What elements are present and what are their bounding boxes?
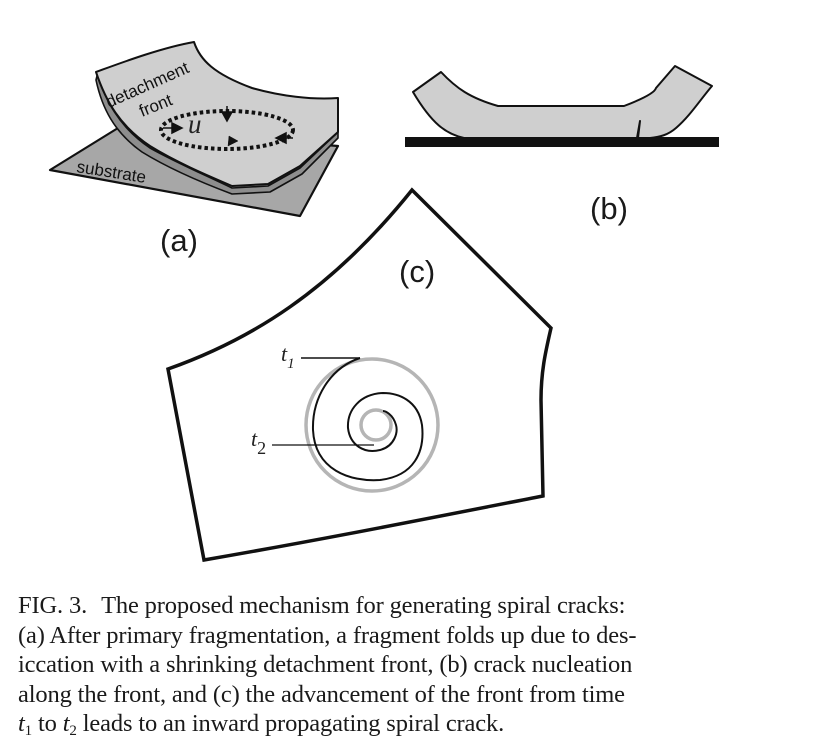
front-ring-t2 bbox=[359, 408, 393, 442]
caption-line-5: t1 to t2 leads to an inward propagating … bbox=[18, 710, 505, 740]
folded-fragment bbox=[95, 41, 339, 187]
label-u: u bbox=[188, 109, 202, 139]
panel-a-drawing: detachment front u substrate bbox=[48, 41, 340, 218]
panel-c-drawing: t1 t2 bbox=[166, 187, 553, 563]
panel-label-a: (a) bbox=[160, 223, 198, 258]
curled-fragment-side-view bbox=[412, 65, 713, 139]
caption-line-3: iccation with a shrinking detachment fro… bbox=[18, 651, 633, 679]
inward-arrows bbox=[163, 106, 293, 147]
panel-label-b: (b) bbox=[590, 191, 628, 226]
caption-line-1: FIG. 3. The proposed mechanism for genera… bbox=[18, 591, 798, 621]
caption-line-4: along the front, and (c) the advancement… bbox=[18, 680, 625, 708]
label-t2: t2 bbox=[251, 426, 266, 458]
figure-3: detachment front u substrate t1 t2 (a) bbox=[48, 41, 719, 563]
front-ring-t1 bbox=[304, 357, 440, 493]
caption-title: The proposed mechanism for generating sp… bbox=[101, 592, 626, 619]
figure-caption: FIG. 3. The proposed mechanism for genera… bbox=[18, 591, 798, 739]
caption-line-2: (a) After primary fragmentation, a fragm… bbox=[18, 621, 637, 649]
panel-label-c: (c) bbox=[399, 254, 436, 289]
fragment-outline bbox=[166, 187, 553, 563]
label-t1: t1 bbox=[281, 341, 295, 372]
fragment-edge bbox=[95, 71, 339, 195]
substrate-bar bbox=[405, 137, 719, 147]
panel-b-drawing bbox=[405, 65, 719, 147]
figure-number: FIG. 3. bbox=[18, 592, 88, 619]
figure-drawing: detachment front u substrate t1 t2 bbox=[48, 41, 719, 563]
